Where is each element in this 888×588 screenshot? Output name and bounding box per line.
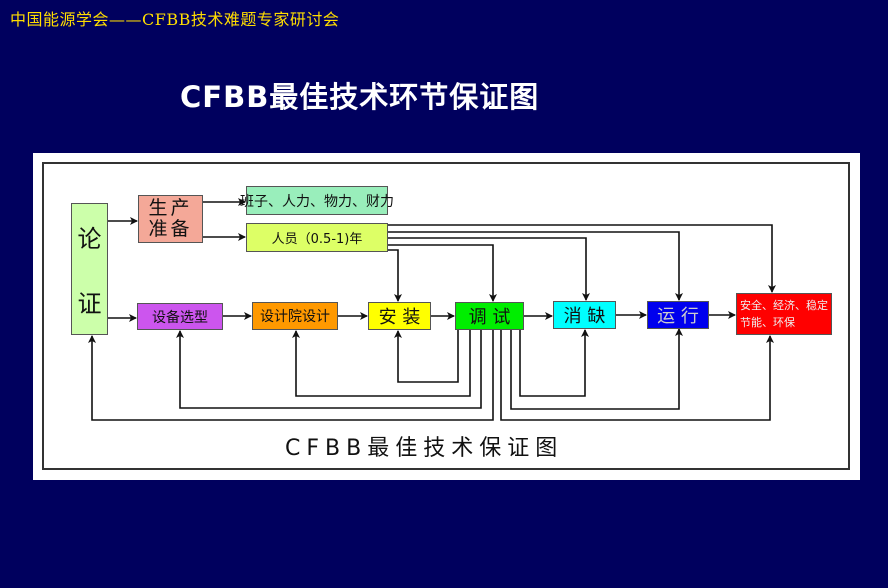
feedback-sheji: [292, 330, 471, 397]
node-banzi: 班子、人力、物力、财力: [240, 186, 394, 215]
node-xiaoque: 消 缺: [553, 301, 616, 329]
diagram-frame: [42, 162, 850, 470]
feedback-mubiao: [500, 330, 774, 421]
feedback-lunzheng: [88, 330, 494, 421]
arrow-renyuan-tiaoshi: [388, 244, 497, 302]
feedback-yunxing: [510, 328, 683, 410]
arrow-renyuan-mubiao: [388, 224, 776, 293]
arrow-renyuan-yunxing: [388, 231, 683, 301]
node-lunzheng: 论 证: [71, 203, 108, 335]
node-shengchan-line2: 准备: [148, 218, 193, 240]
diagram-caption: CFBB最佳技术保证图: [285, 436, 564, 461]
slide-title: CFBB最佳技术环节保证图: [180, 80, 540, 114]
node-shengchan: 生产 准备: [138, 195, 203, 243]
node-mubiao-line1: 安全、经济、稳定: [740, 299, 828, 312]
feedback-xiaoque: [519, 329, 589, 397]
node-shengchan-line1: 生产: [148, 197, 193, 219]
node-mubiao: 安全、经济、稳定 节能、环保: [736, 293, 832, 335]
header-text: 中国能源学会——CFBB技术难题专家研讨会: [10, 10, 340, 29]
node-yunxing: 运 行: [647, 301, 709, 329]
feedback-shebei: [176, 330, 482, 409]
feedback-anzhuang: [394, 330, 459, 383]
arrow-renyuan-xiaoque: [388, 237, 590, 301]
node-shebei: 设备选型: [137, 303, 223, 330]
node-anzhuang: 安 装: [368, 302, 431, 330]
node-renyuan: 人员（0.5-1)年: [246, 223, 388, 252]
node-tiaoshi: 调 试: [455, 302, 524, 330]
arrow-renyuan-anzhuang: [388, 249, 402, 302]
node-lunzheng-char1: 论: [77, 225, 102, 253]
node-mubiao-line2: 节能、环保: [740, 316, 795, 329]
node-sheji: 设计院设计: [252, 302, 338, 330]
node-lunzheng-char2: 证: [77, 290, 102, 318]
